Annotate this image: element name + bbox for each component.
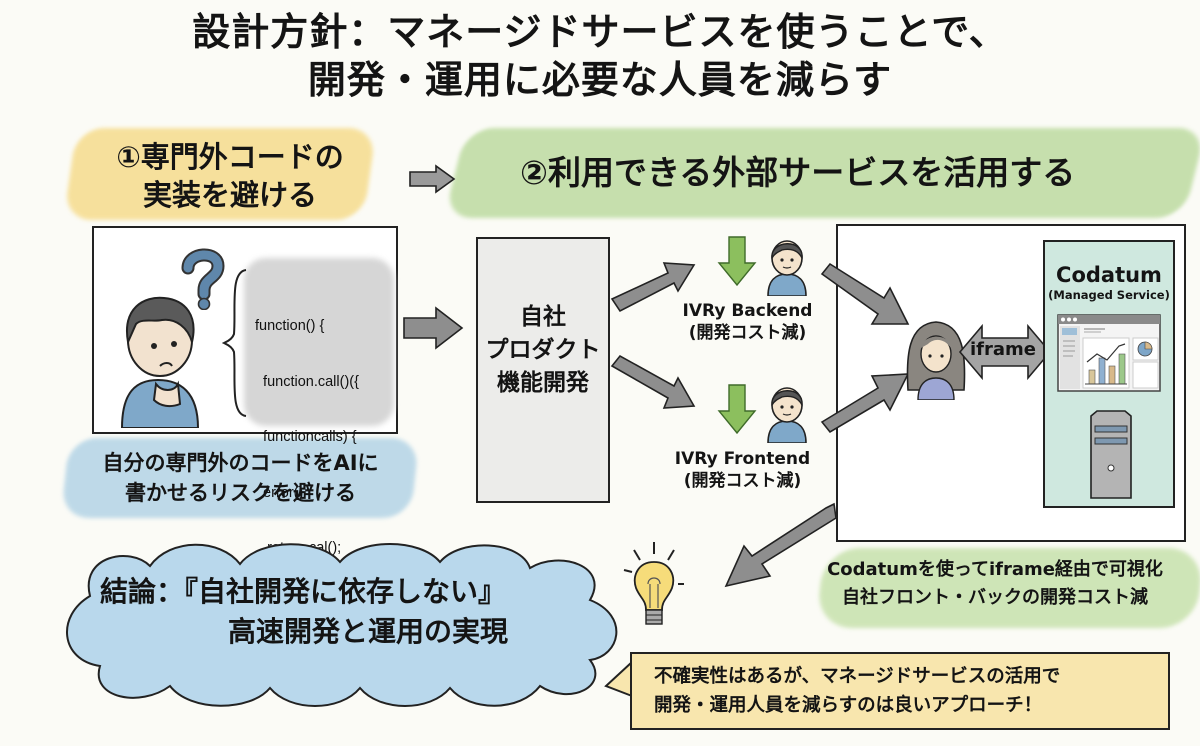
left-caption-line-2: 書かせるリスクを避ける — [125, 481, 356, 505]
server-tower-icon — [1090, 410, 1132, 499]
confused-person-icon — [120, 296, 200, 428]
dashboard-window-icon — [1057, 314, 1161, 392]
diagonal-arrow-down-icon — [820, 262, 910, 325]
step-1-heading: ①専門外コードの 実装を避ける — [95, 138, 365, 214]
note-line-1: 不確実性はあるが、マネージドサービスの活用で — [654, 666, 1061, 687]
step-2-heading: ②利用できる外部サービスを活用する — [520, 153, 1076, 192]
team-frontend: IVRy Frontend (開発コスト減) — [650, 448, 835, 492]
right-arrow-icon — [403, 306, 464, 350]
codatum-service-box: Codatum (Managed Service) — [1043, 240, 1175, 508]
brace-icon — [222, 269, 247, 417]
right-caption-line-2: 自社フロント・バックの開発コスト減 — [842, 587, 1148, 608]
note-speech-bubble: 不確実性はあるが、マネージドサービスの活用で 開発・運用人員を減らすのは良いアプ… — [630, 652, 1170, 730]
conclusion-line-1: 結論：『自社開発に依存しない』 — [100, 575, 507, 608]
left-caption: 自分の専門外のコードをAIに 書かせるリスクを避ける — [68, 448, 413, 508]
question-mark-icon — [181, 248, 225, 310]
lightbulb-icon — [623, 542, 684, 625]
diagonal-arrow-up-icon — [820, 373, 910, 434]
title-line-2: 開発・運用に必要な人員を減らす — [307, 58, 893, 102]
right-arrow-icon — [409, 164, 456, 194]
left-caption-line-1: 自分の専門外のコードをAIに — [102, 451, 379, 475]
team-note: (開発コスト減) — [683, 471, 802, 491]
speech-tail — [604, 661, 633, 697]
title-line-1: 設計方針：マネージドサービスを使うことで、 — [192, 10, 1008, 54]
right-caption: Codatumを使ってiframe経由で可視化 自社フロント・バックの開発コスト… — [790, 556, 1200, 612]
diagonal-arrow-down-icon — [610, 354, 696, 409]
note-line-2: 開発・運用人員を減らすのは良いアプローチ！ — [654, 695, 1043, 716]
team-name: IVRy Backend — [682, 301, 813, 321]
product-label-line: 機能開発 — [497, 370, 589, 396]
developer-person-icon — [767, 240, 807, 296]
codatum-subtitle: (Managed Service) — [1048, 288, 1170, 302]
code-line: error() — [255, 484, 304, 501]
code-risk-panel: function() { function.call()({ functionc… — [92, 226, 398, 667]
code-line: functioncalls) { — [255, 429, 357, 445]
product-label-line: プロダクト — [485, 337, 601, 363]
product-label-line: 自社 — [520, 304, 566, 330]
code-cloud-background — [244, 258, 394, 426]
conclusion-text: 結論：『自社開発に依存しない』 高速開発と運用の実現 — [100, 572, 630, 652]
team-backend: IVRy Backend (開発コスト減) — [660, 300, 835, 344]
team-name: IVRy Frontend — [674, 449, 811, 469]
conclusion-line-2: 高速開発と運用の実現 — [228, 615, 509, 648]
code-line: function.call()({ — [255, 373, 359, 390]
product-development-box: 自社 プロダクト 機能開発 — [476, 237, 610, 503]
developer-person-icon — [767, 387, 807, 443]
right-caption-line-1: Codatumを使ってiframe経由で可視化 — [827, 559, 1163, 580]
iframe-label: iframe — [970, 339, 1036, 360]
team-note: (開発コスト減) — [688, 323, 807, 343]
code-line: function() { — [255, 318, 325, 334]
step-1-line-1: ①専門外コードの — [116, 140, 344, 174]
diagonal-arrow-up-icon — [610, 262, 696, 313]
page-title: 設計方針：マネージドサービスを使うことで、 開発・運用に必要な人員を減らす — [0, 8, 1200, 104]
diagonal-arrow-down-left-icon — [724, 502, 837, 588]
conclusion-cloud — [66, 543, 618, 707]
step-1-line-2: 実装を避ける — [142, 178, 317, 212]
codatum-panel: iframe Codatum (Managed Service) — [820, 224, 1186, 542]
down-arrow-icon — [717, 236, 757, 287]
user-person-icon — [906, 321, 966, 400]
note-text: 不確実性はあるが、マネージドサービスの活用で 開発・運用人員を減らすのは良いアプ… — [654, 662, 1060, 720]
product-label: 自社 プロダクト 機能開発 — [478, 301, 608, 400]
codatum-title: Codatum — [1056, 263, 1162, 287]
down-arrow-icon — [717, 384, 757, 435]
